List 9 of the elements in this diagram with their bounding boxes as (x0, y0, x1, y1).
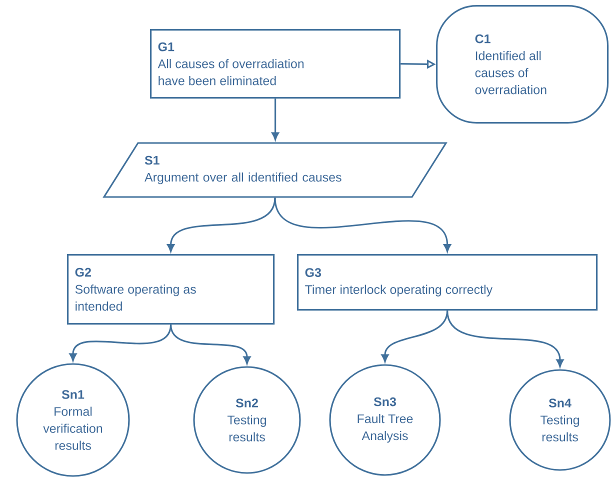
arrow (272, 98, 280, 140)
goal-box: G1 All causes of overradiation have been eliminated (150, 29, 401, 99)
arrow (274, 198, 452, 252)
arrow (170, 324, 251, 364)
arrow (446, 310, 564, 368)
goal-box: G3 Timer interlock operating correctly (297, 254, 598, 311)
goal-box: G2 Software operating as intended (67, 254, 275, 325)
arrow (167, 198, 276, 252)
context-rounded-box: C1 Identified all causes of overradiation (436, 5, 609, 124)
